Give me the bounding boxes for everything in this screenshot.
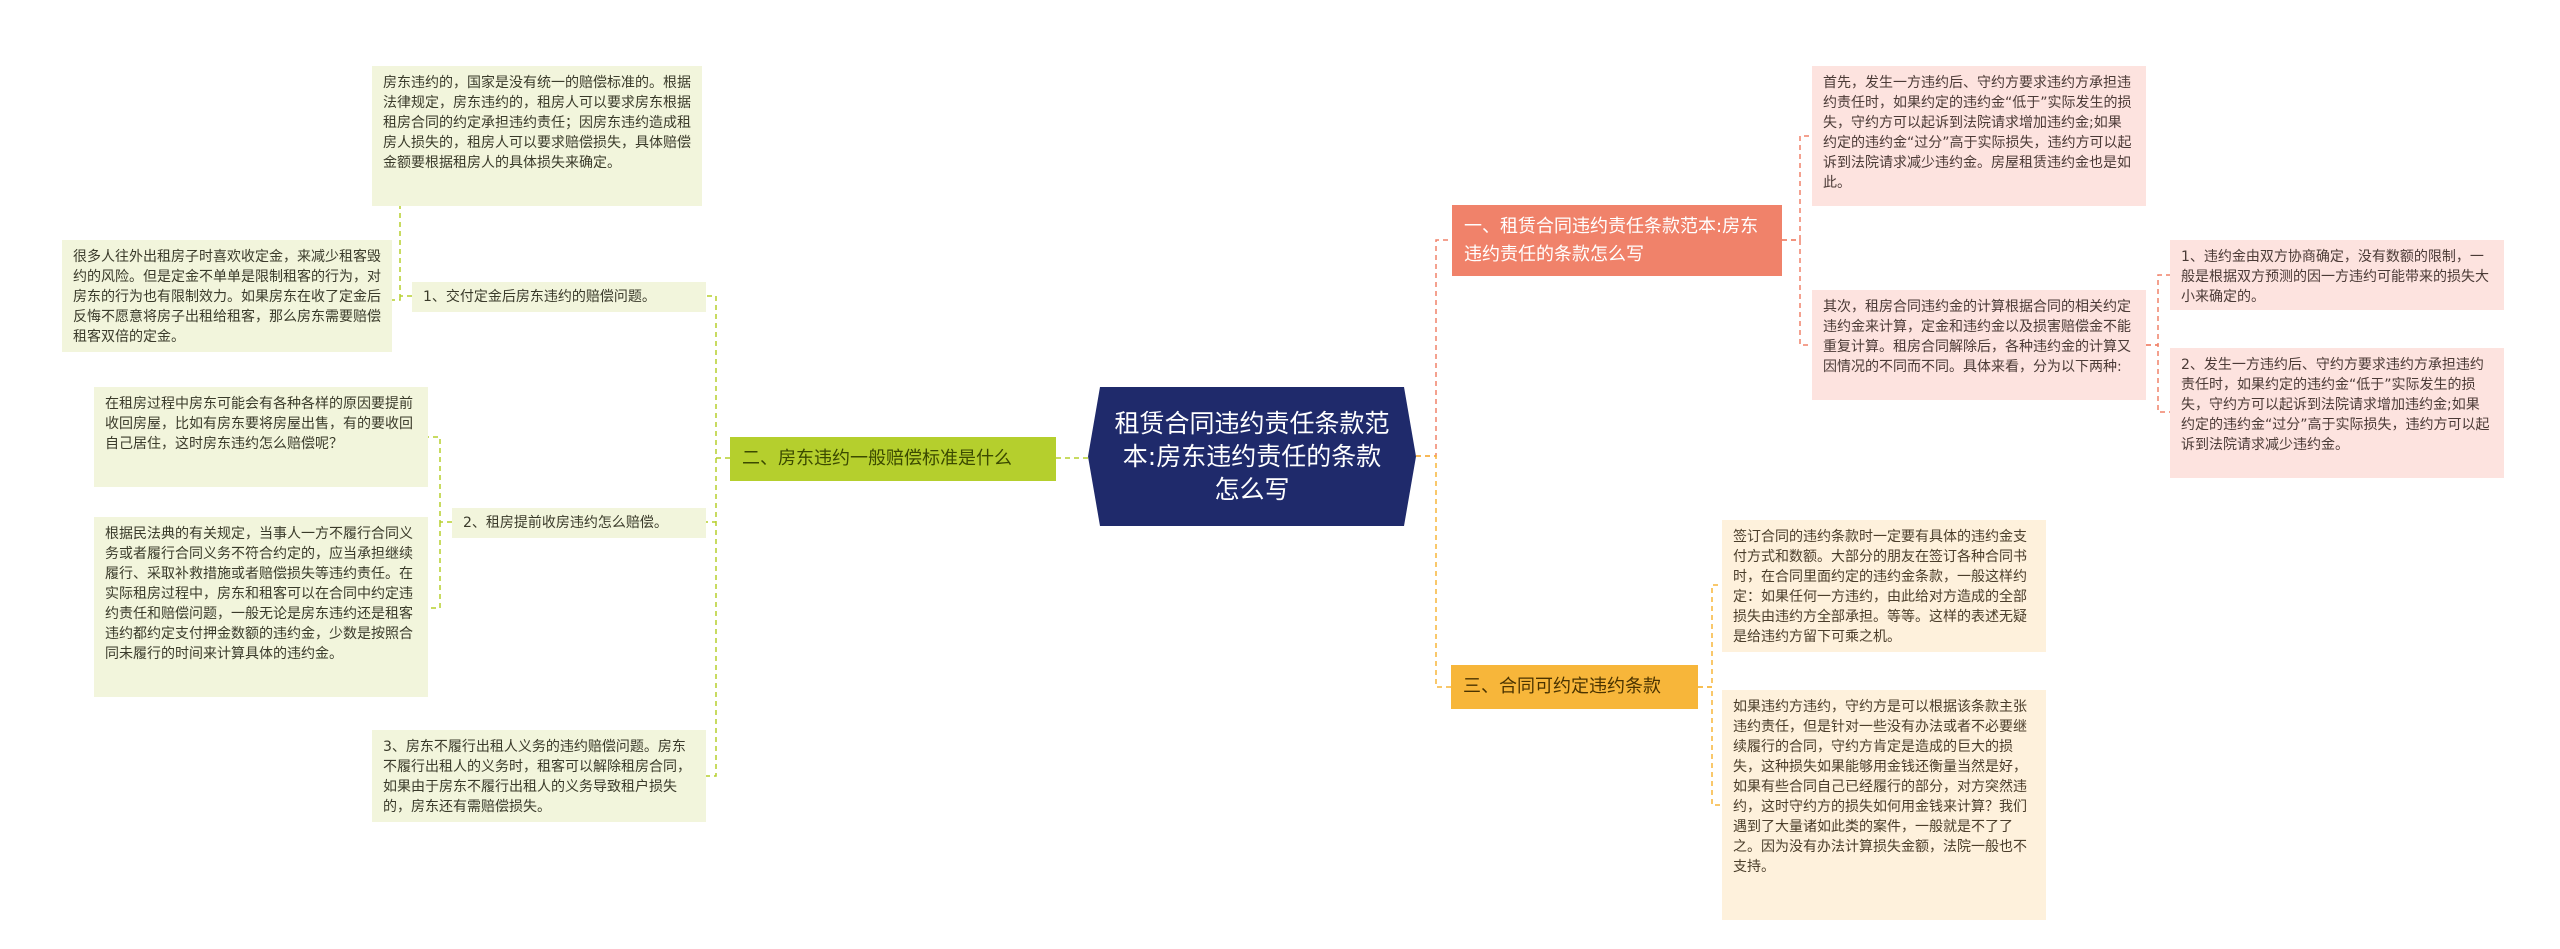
- link-branch3-leaf2: [1698, 686, 1722, 806]
- branch2-item2-leaf-b[interactable]: 根据民法典的有关规定，当事人一方不履行合同义务或者履行合同义务不符合约定的，应当…: [94, 517, 428, 697]
- branch2-item-3[interactable]: 3、房东不履行出租人义务的违约赔偿问题。房东不履行出租人的义务时，租客可以解除租…: [372, 730, 706, 822]
- branch-3-topic[interactable]: 三、合同可约定违约条款: [1451, 665, 1698, 709]
- link-branch2-items: [706, 295, 730, 777]
- branch2-item-2[interactable]: 2、租房提前收房违约怎么赔偿。: [452, 508, 706, 538]
- branch1-leaf-first[interactable]: 首先，发生一方违约后、守约方要求违约方承担违约责任时，如果约定的违约金“低于”实…: [1812, 66, 2146, 206]
- link-branch3-leaf1: [1698, 584, 1722, 688]
- link-item2-leafs: [428, 436, 452, 609]
- link-center-branch1: [1416, 239, 1452, 457]
- root-title: 租赁合同违约责任条款范本:房东违约责任的条款怎么写: [1114, 409, 1390, 504]
- branch-1-topic[interactable]: 一、租赁合同违约责任条款范本:房东违约责任的条款怎么写: [1452, 205, 1782, 276]
- link-branch1-leaf1: [1782, 135, 1812, 241]
- branch2-item1-leaf-b[interactable]: 很多人往外出租房子时喜欢收定金，来减少租客毁约的风险。但是定金不单单是限制租客的…: [62, 240, 392, 352]
- branch2-item2-leaf-a[interactable]: 在租房过程中房东可能会有各种各样的原因要提前收回房屋，比如有房东要将房屋出售，有…: [94, 387, 428, 487]
- branch1-leaf-second[interactable]: 其次，租房合同违约金的计算根据合同的相关约定违约金来计算，定金和违约金以及损害赔…: [1812, 290, 2146, 400]
- branch2-item1-leaf-a[interactable]: 房东违约的，国家是没有统一的赔偿标准的。根据法律规定，房东违约的，租房人可以要求…: [372, 66, 702, 206]
- link-leaf2-sub2: [2146, 344, 2170, 413]
- branch3-leaf-2[interactable]: 如果违约方违约，守约方是可以根据该条款主张违约责任，但是针对一些没有办法或者不必…: [1722, 690, 2046, 920]
- branch2-item-1[interactable]: 1、交付定金后房东违约的赔偿问题。: [412, 282, 706, 312]
- branch1-sub-leaf-1[interactable]: 1、违约金由双方协商确定，没有数额的限制，一般是根据双方预测的因一方违约可能带来…: [2170, 240, 2504, 310]
- link-branch1-leaf2: [1782, 239, 1812, 346]
- link-leaf2-sub1: [2146, 274, 2170, 346]
- branch-2-topic[interactable]: 二、房东违约一般赔偿标准是什么: [730, 437, 1056, 481]
- root-topic[interactable]: 租赁合同违约责任条款范本:房东违约责任的条款怎么写: [1088, 387, 1416, 526]
- branch3-leaf-1[interactable]: 签订合同的违约条款时一定要有具体的违约金支付方式和数额。大部分的朋友在签订各种合…: [1722, 520, 2046, 652]
- link-center-branch3: [1416, 455, 1451, 688]
- branch1-sub-leaf-2[interactable]: 2、发生一方违约后、守约方要求违约方承担违约责任时，如果约定的违约金“低于”实际…: [2170, 348, 2504, 478]
